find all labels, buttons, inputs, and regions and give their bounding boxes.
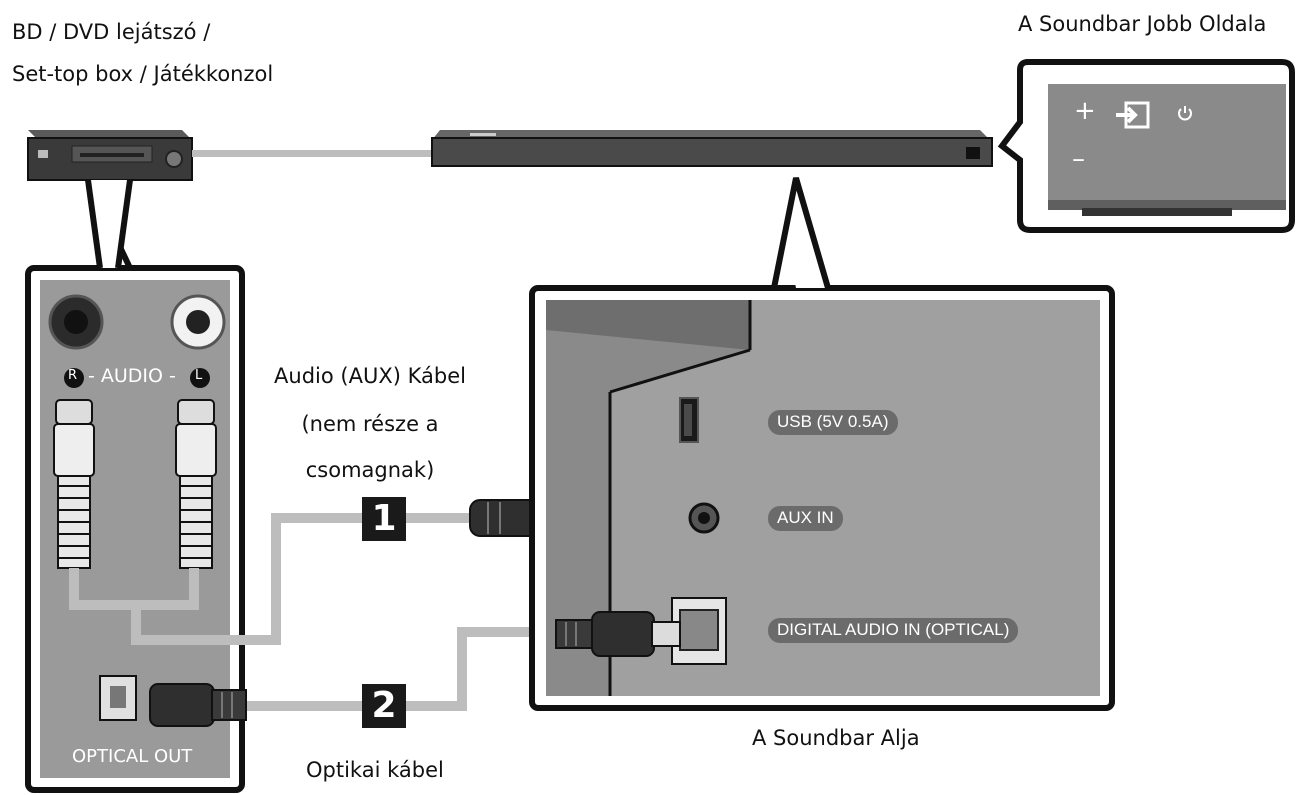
right-side-label: A Soundbar Jobb Oldala: [1018, 12, 1267, 36]
hdmi-link-line: [192, 150, 432, 157]
volume-minus-button: –: [1072, 144, 1085, 174]
source-device-label-1: BD / DVD lejátszó /: [12, 20, 211, 44]
source-input-icon: [1114, 100, 1150, 130]
aux-cable-label-3: csomagnak): [305, 458, 435, 482]
soundbar-device: [431, 130, 993, 167]
optical-cable: [244, 627, 556, 711]
audio-r-marker: R: [68, 368, 78, 383]
power-icon: [1176, 104, 1194, 122]
volume-plus-button: +: [1074, 96, 1096, 126]
optical-out-label: OPTICAL OUT: [72, 746, 193, 767]
source-device-label-2: Set-top box / Játékkonzol: [12, 62, 274, 86]
optical-in-label: DIGITAL AUDIO IN (OPTICAL): [768, 618, 1019, 643]
usb-port-label: USB (5V 0.5A): [768, 410, 898, 435]
aux-cable: [69, 513, 470, 645]
audio-label: - AUDIO -: [88, 365, 176, 387]
audio-l-marker: L: [195, 368, 203, 383]
rca-plug-r: [53, 399, 95, 569]
optical-plug-left: [149, 683, 247, 727]
optical-cable-label: Optikai kábel: [306, 758, 444, 782]
step-2-badge: 2: [362, 684, 406, 728]
rca-plug-l: [175, 399, 217, 569]
aux-cable-label-2: (nem része a: [301, 412, 439, 436]
aux-in-label: AUX IN: [768, 506, 843, 531]
right-side-callout: [997, 59, 1295, 233]
step-1-badge: 1: [362, 497, 406, 541]
soundbar-bottom-label: A Soundbar Alja: [752, 726, 920, 750]
bd-player-device: [27, 130, 193, 181]
aux-cable-label-1: Audio (AUX) Kábel: [274, 364, 466, 388]
